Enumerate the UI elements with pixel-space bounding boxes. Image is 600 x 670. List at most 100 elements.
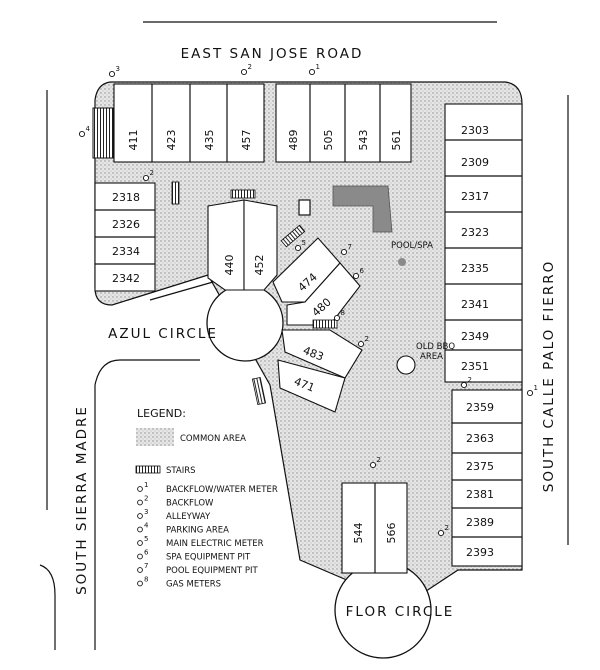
unit-label: 2303 <box>461 124 489 137</box>
unit-label: 457 <box>240 130 253 151</box>
svg-text:6: 6 <box>144 549 149 557</box>
unit-label: 2393 <box>466 546 494 559</box>
unit-label: 2349 <box>461 330 489 343</box>
svg-text:BACKFLOW: BACKFLOW <box>166 499 214 509</box>
marker-m4-left: 4 <box>78 125 91 138</box>
unit-labels-azul: 440 452 474 480 483 471 <box>223 255 334 395</box>
unit-row-top <box>92 83 412 163</box>
unit-label: 2334 <box>112 245 140 258</box>
markers: 3 2 1 4 2 5 7 6 8 2 2 1 2 2 <box>78 63 538 537</box>
stairs <box>171 181 180 205</box>
unit-labels-flor: 544 566 <box>352 523 398 544</box>
unit-col-left <box>94 182 156 292</box>
svg-text:5: 5 <box>144 535 148 543</box>
legend-common-swatch <box>136 428 174 446</box>
svg-text:1: 1 <box>534 384 538 392</box>
svg-text:2: 2 <box>248 63 252 71</box>
unit-label: 2389 <box>466 516 494 529</box>
marker-m1-right: 1 <box>526 384 538 397</box>
svg-text:2: 2 <box>150 169 154 177</box>
svg-text:2: 2 <box>365 335 369 343</box>
marker-m6: 6 <box>352 267 365 280</box>
svg-text:PARKING AREA: PARKING AREA <box>166 526 229 536</box>
unit-label: 423 <box>165 130 178 151</box>
unit-labels-top: 411 423 435 457 489 505 543 561 <box>127 130 403 151</box>
marker-m2-mid: 2 <box>357 335 369 348</box>
svg-text:5: 5 <box>302 239 306 247</box>
unit-label: 2342 <box>112 272 140 285</box>
legend-stairs-label: STAIRS <box>166 466 196 476</box>
unit-label: 2318 <box>112 191 140 204</box>
svg-text:4: 4 <box>86 125 91 133</box>
svg-text:1: 1 <box>316 63 320 71</box>
legend-title: LEGEND: <box>137 407 186 420</box>
pool-equipment-box <box>298 199 311 216</box>
svg-text:ALLEYWAY: ALLEYWAY <box>166 512 211 522</box>
legend-stairs-swatch <box>135 465 161 474</box>
svg-text:2: 2 <box>377 456 381 464</box>
svg-text:8: 8 <box>144 576 148 584</box>
street-label-west: SOUTH SIERRA MADRE <box>74 405 90 595</box>
unit-label: 2341 <box>461 298 489 311</box>
marker-m2-right: 2 <box>460 376 472 389</box>
street-lines <box>39 21 569 650</box>
marker-m3-top: 3 <box>108 65 120 78</box>
unit-label: 566 <box>385 523 398 544</box>
unit-label: 2326 <box>112 218 140 231</box>
svg-text:6: 6 <box>360 267 365 275</box>
legend-common-label: COMMON AREA <box>180 434 246 444</box>
svg-text:SPA EQUIPMENT PIT: SPA EQUIPMENT PIT <box>166 553 251 563</box>
unit-label: 411 <box>127 130 140 151</box>
street-label-east: SOUTH CALLE PALO FIERRO <box>541 260 557 492</box>
svg-text:3: 3 <box>116 65 120 73</box>
svg-text:8: 8 <box>341 309 345 317</box>
marker-m2-left: 2 <box>142 169 154 182</box>
stairs <box>312 319 338 329</box>
azul-circle-label: AZUL CIRCLE <box>108 326 218 342</box>
unit-block-flor <box>341 482 408 574</box>
unit-label: 505 <box>322 130 335 151</box>
unit-block-azul-north <box>207 199 278 291</box>
svg-text:BACKFLOW/WATER METER: BACKFLOW/WATER METER <box>166 485 278 495</box>
svg-text:2: 2 <box>144 495 148 503</box>
old-bbq-area <box>396 355 416 375</box>
marker-m1-top: 1 <box>308 63 320 76</box>
unit-col-right <box>444 103 523 567</box>
bbq-label-2: AREA <box>420 352 443 362</box>
marker-m2-bottom: 2 <box>437 524 449 537</box>
svg-text:1: 1 <box>144 481 148 489</box>
bbq-label-1: OLD BBQ <box>416 342 455 352</box>
marker-m2-top: 2 <box>240 63 252 76</box>
unit-label: 2375 <box>466 460 494 473</box>
marker-m8: 8 <box>333 309 345 322</box>
svg-text:7: 7 <box>348 243 352 251</box>
street-label-north: EAST SAN JOSE ROAD <box>181 46 364 62</box>
stairs <box>251 376 267 406</box>
unit-label: 2351 <box>461 360 489 373</box>
unit-label: 2323 <box>461 226 489 239</box>
unit-label: 2309 <box>461 156 489 169</box>
stairs-group <box>171 181 338 406</box>
unit-label: 435 <box>203 130 216 151</box>
svg-text:3: 3 <box>144 508 148 516</box>
unit-labels-left: 2318 2326 2334 2342 <box>112 191 140 285</box>
pool-label: POOL/SPA <box>391 241 433 251</box>
unit-label: 2381 <box>466 488 494 501</box>
unit-label: 543 <box>357 130 370 151</box>
svg-text:GAS METERS: GAS METERS <box>166 580 221 590</box>
unit-label: 440 <box>223 255 236 276</box>
spa <box>398 258 406 266</box>
unit-label: 489 <box>287 130 300 151</box>
svg-text:2: 2 <box>468 376 472 384</box>
pool-spa <box>298 185 406 266</box>
